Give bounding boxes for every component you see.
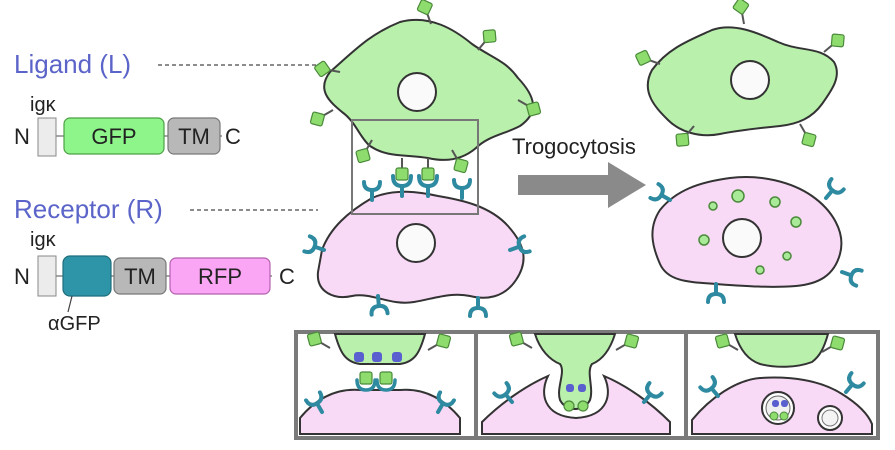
panel-binding <box>299 326 461 435</box>
receptor-cell-after-nucleus <box>722 218 762 258</box>
panel-internalization <box>691 328 873 435</box>
trogocytosis-arrow <box>518 162 646 208</box>
receptor-label: Receptor (R) <box>14 194 163 224</box>
trogocytosis-label: Trogocytosis <box>512 134 636 159</box>
gfp-domain <box>63 117 165 155</box>
bound-ligand-receptor-pairs <box>391 158 439 198</box>
receptor-cell-nucleus <box>396 223 436 263</box>
panel-engulfment <box>481 326 671 435</box>
receptor-signal-peptide <box>37 255 57 297</box>
ligand-label: Ligand (L) <box>14 49 131 79</box>
receptor-cell-after <box>648 175 864 304</box>
agfp-label: αGFP <box>48 313 101 335</box>
receptor-construct: Receptor (R) igκ N αGFP TM RFP C <box>14 194 318 335</box>
rfp-domain <box>169 257 271 295</box>
ligand-tm-label: TM <box>178 124 210 149</box>
ligand-cell-after <box>631 0 851 153</box>
receptor-tm-label: TM <box>124 264 156 289</box>
rfp-domain-label: RFP <box>198 264 242 289</box>
ligand-c-terminus: C <box>225 124 241 149</box>
ligand-tm-domain <box>167 117 221 155</box>
ligand-cell <box>304 0 547 179</box>
ligand-igk-label: igκ <box>30 94 57 116</box>
ligand-construct: Ligand (L) igκ N GFP TM C <box>14 49 318 157</box>
ligand-cell-nucleus <box>397 72 437 112</box>
ligand-n-terminus: N <box>14 124 30 149</box>
gfp-domain-label: GFP <box>91 124 136 149</box>
receptor-igk-label: igκ <box>30 229 57 251</box>
receptor-n-terminus: N <box>14 264 30 289</box>
receptor-tm-domain <box>113 257 167 295</box>
ligand-signal-peptide <box>37 117 57 157</box>
agfp-domain <box>62 255 112 297</box>
ligand-cell-after-nucleus <box>730 60 770 100</box>
receptor-c-terminus: C <box>279 264 295 289</box>
interface-zoom-box <box>351 119 479 215</box>
internalized-gfp-vesicles <box>698 189 802 275</box>
mechanism-panels <box>294 326 880 440</box>
receptor-cell <box>302 178 532 318</box>
